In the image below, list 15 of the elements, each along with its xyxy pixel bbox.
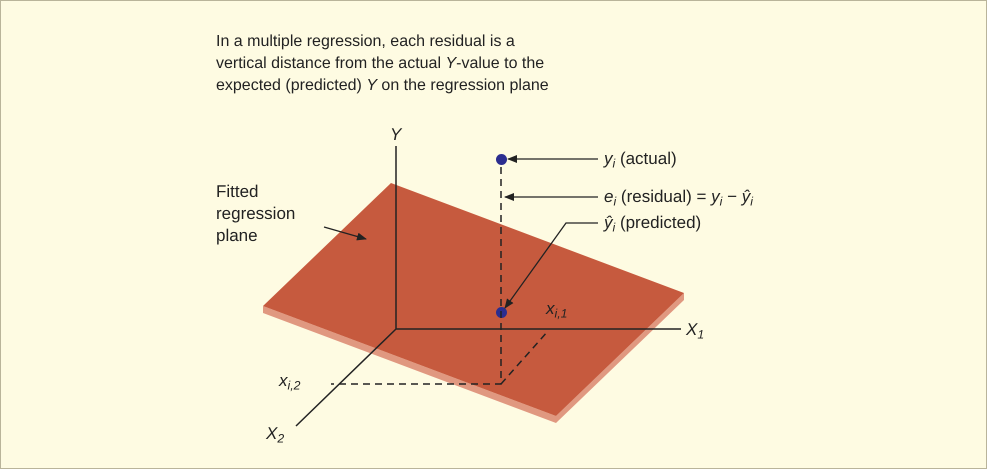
- callout-label: Fitted regression plane: [216, 181, 323, 247]
- axis-label: x$_{i,2}$: [279, 371, 300, 393]
- axis-label: Y: [390, 125, 402, 145]
- callout-label: ŷ$_{i}$ (predicted): [604, 212, 702, 239]
- leader-line: [504, 193, 598, 201]
- axis-label: x$_{i,1}$: [546, 299, 568, 321]
- callout-label: e$_{i}$ (residual) = y$_{i}$ − ŷ$_{i}$: [604, 186, 753, 213]
- data-point: [496, 154, 507, 165]
- axis-label: X$_{2}$: [266, 424, 284, 446]
- arrow: [504, 222, 598, 309]
- arrow: [507, 155, 598, 163]
- arrow: [324, 226, 367, 240]
- title: In a multiple regression, each residual is a vertical distance from the actual Y-value to the expected (predicted) Y on the regression plane: [216, 32, 550, 96]
- axis-label: X$_{1}$: [686, 320, 704, 342]
- callout-label: y$_{i}$ (actual): [604, 148, 677, 175]
